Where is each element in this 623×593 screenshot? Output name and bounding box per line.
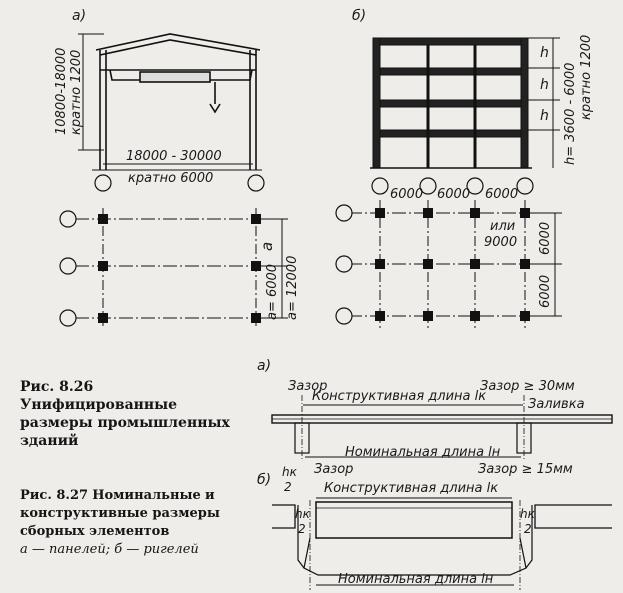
plan-columns [98, 214, 261, 323]
panel-drawing [271, 395, 613, 460]
bay-alt-label: или [490, 219, 515, 234]
two-label-2: 2 [298, 522, 306, 536]
industrial-frame-elevation [92, 33, 262, 171]
multistorey-plan-columns [375, 208, 530, 321]
nominal-length-a: Номинальная длина lн [345, 445, 501, 460]
grid-a1-label: a= 6000 [265, 264, 280, 320]
axis-markers-plan-a [59, 210, 77, 327]
fig26-a-label: а) [72, 8, 86, 24]
height-range-label: 10800-18000 [54, 48, 69, 135]
caption-fig-8-26-number: Рис. 8.26 [20, 379, 94, 395]
caption-fig-8-26-text: Унифицированные размеры промышленных зда… [20, 397, 230, 449]
fig27-a-label: а) [257, 358, 271, 374]
storey-h-label-2: h [540, 77, 549, 93]
span-range-label: 18000 - 30000 [126, 149, 222, 164]
height-dimension [78, 33, 104, 151]
grout-label: Заливка [528, 397, 585, 412]
two-label-3: 2 [524, 522, 532, 536]
grid-a-label: a [258, 242, 276, 251]
constructive-length-b: Конструктивная длина lк [324, 481, 498, 496]
constructive-length-a: Конструктивная длина lк [312, 389, 486, 404]
storey-multiple-label: кратно 1200 [579, 35, 594, 120]
fig26-b-label: б) [352, 8, 366, 24]
gap-label-b: Зазор [314, 462, 353, 477]
hk-label-1: hк [282, 465, 298, 479]
gap-30-label: Зазор ≥ 30мм [480, 379, 575, 394]
span-6000-label-2: 6000 [538, 275, 553, 308]
bay-label-1: 6000 [390, 187, 423, 202]
caption-fig-8-27-line2: и конструктивные размеры сборных элемент… [20, 488, 220, 539]
bay-label-3: 6000 [485, 187, 518, 202]
caption-fig-8-27-number: Рис. 8.27 [20, 488, 89, 503]
storey-h-label-3: h [540, 108, 549, 124]
storey-h-label-1: h [540, 45, 549, 61]
storey-dimensions [528, 37, 560, 168]
bay-alt-value: 9000 [484, 235, 517, 250]
height-multiple-label: кратно 1200 [69, 50, 84, 135]
bay-dimension-plan [262, 218, 288, 319]
bay-label-2: 6000 [437, 187, 470, 202]
fig27-b-label: б) [257, 472, 271, 488]
gap-label-a: Зазор [288, 379, 327, 394]
two-label-1: 2 [284, 480, 292, 494]
span-multiple-label: кратно 6000 [128, 171, 213, 186]
multistorey-frame [370, 37, 532, 169]
hk-label-3: hк [520, 507, 536, 521]
hk-label-2: hк [295, 507, 311, 521]
gap-15-label: Зазор ≥ 15мм [478, 462, 573, 477]
storey-range-label: h= 3600 - 6000 [563, 63, 578, 165]
axis-markers-plan-b [335, 204, 353, 325]
grid-a2-label: a= 12000 [285, 256, 300, 320]
axis-markers-frame [371, 177, 534, 195]
axis-markers-elevation [94, 174, 265, 192]
girder-drawing [272, 497, 612, 590]
span-6000-label-1: 6000 [538, 222, 553, 255]
nominal-length-b: Номинальная длина lн [338, 572, 494, 587]
caption-fig-8-27-a: а — панелей; [20, 542, 111, 557]
caption-fig-8-27: Рис. 8.27 Номинальные и конструктивные р… [20, 487, 242, 559]
span-dims-plan-b [530, 212, 562, 317]
caption-fig-8-27-line1: Номинальные [92, 488, 201, 503]
caption-fig-8-27-b: б — ригелей [114, 542, 199, 557]
caption-fig-8-26: Рис. 8.26 Унифицированные размеры промыш… [20, 378, 242, 450]
